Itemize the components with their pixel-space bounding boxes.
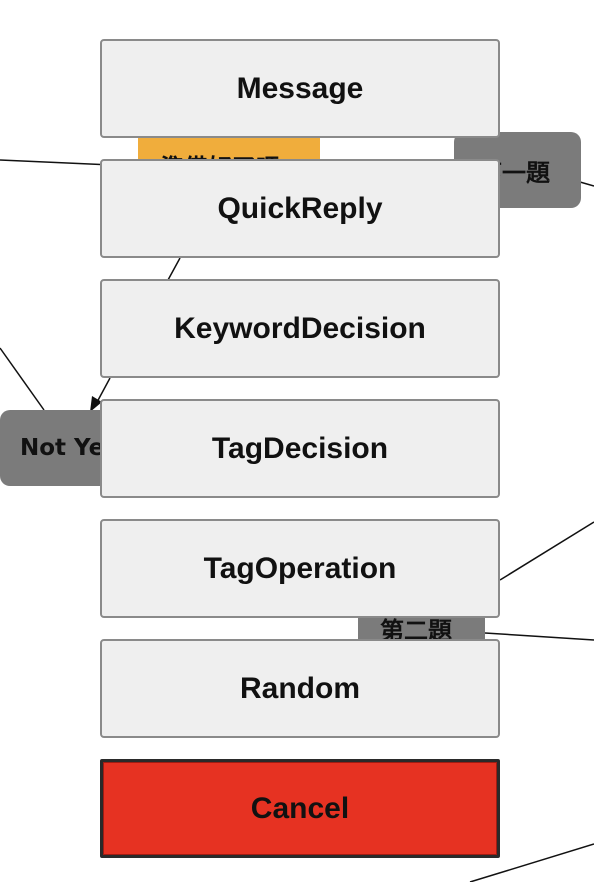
edge-line bbox=[469, 843, 594, 882]
edge-line bbox=[0, 347, 45, 411]
edge-line bbox=[484, 632, 594, 641]
cancel-button[interactable]: Cancel bbox=[100, 759, 500, 858]
edge-line bbox=[0, 159, 113, 166]
edge-line bbox=[95, 377, 111, 405]
flow-node-label: Not Yet bbox=[20, 435, 116, 461]
quickreply-button[interactable]: QuickReply bbox=[100, 159, 500, 258]
random-button[interactable]: Random bbox=[100, 639, 500, 738]
tagdecision-button[interactable]: TagDecision bbox=[100, 399, 500, 498]
edge-line bbox=[167, 257, 181, 281]
edge-arrowhead bbox=[90, 396, 102, 412]
edge-line bbox=[499, 521, 594, 581]
edge-line bbox=[579, 181, 594, 187]
tagoperation-button[interactable]: TagOperation bbox=[100, 519, 500, 618]
message-button[interactable]: Message bbox=[100, 39, 500, 138]
keyworddecision-button[interactable]: KeywordDecision bbox=[100, 279, 500, 378]
